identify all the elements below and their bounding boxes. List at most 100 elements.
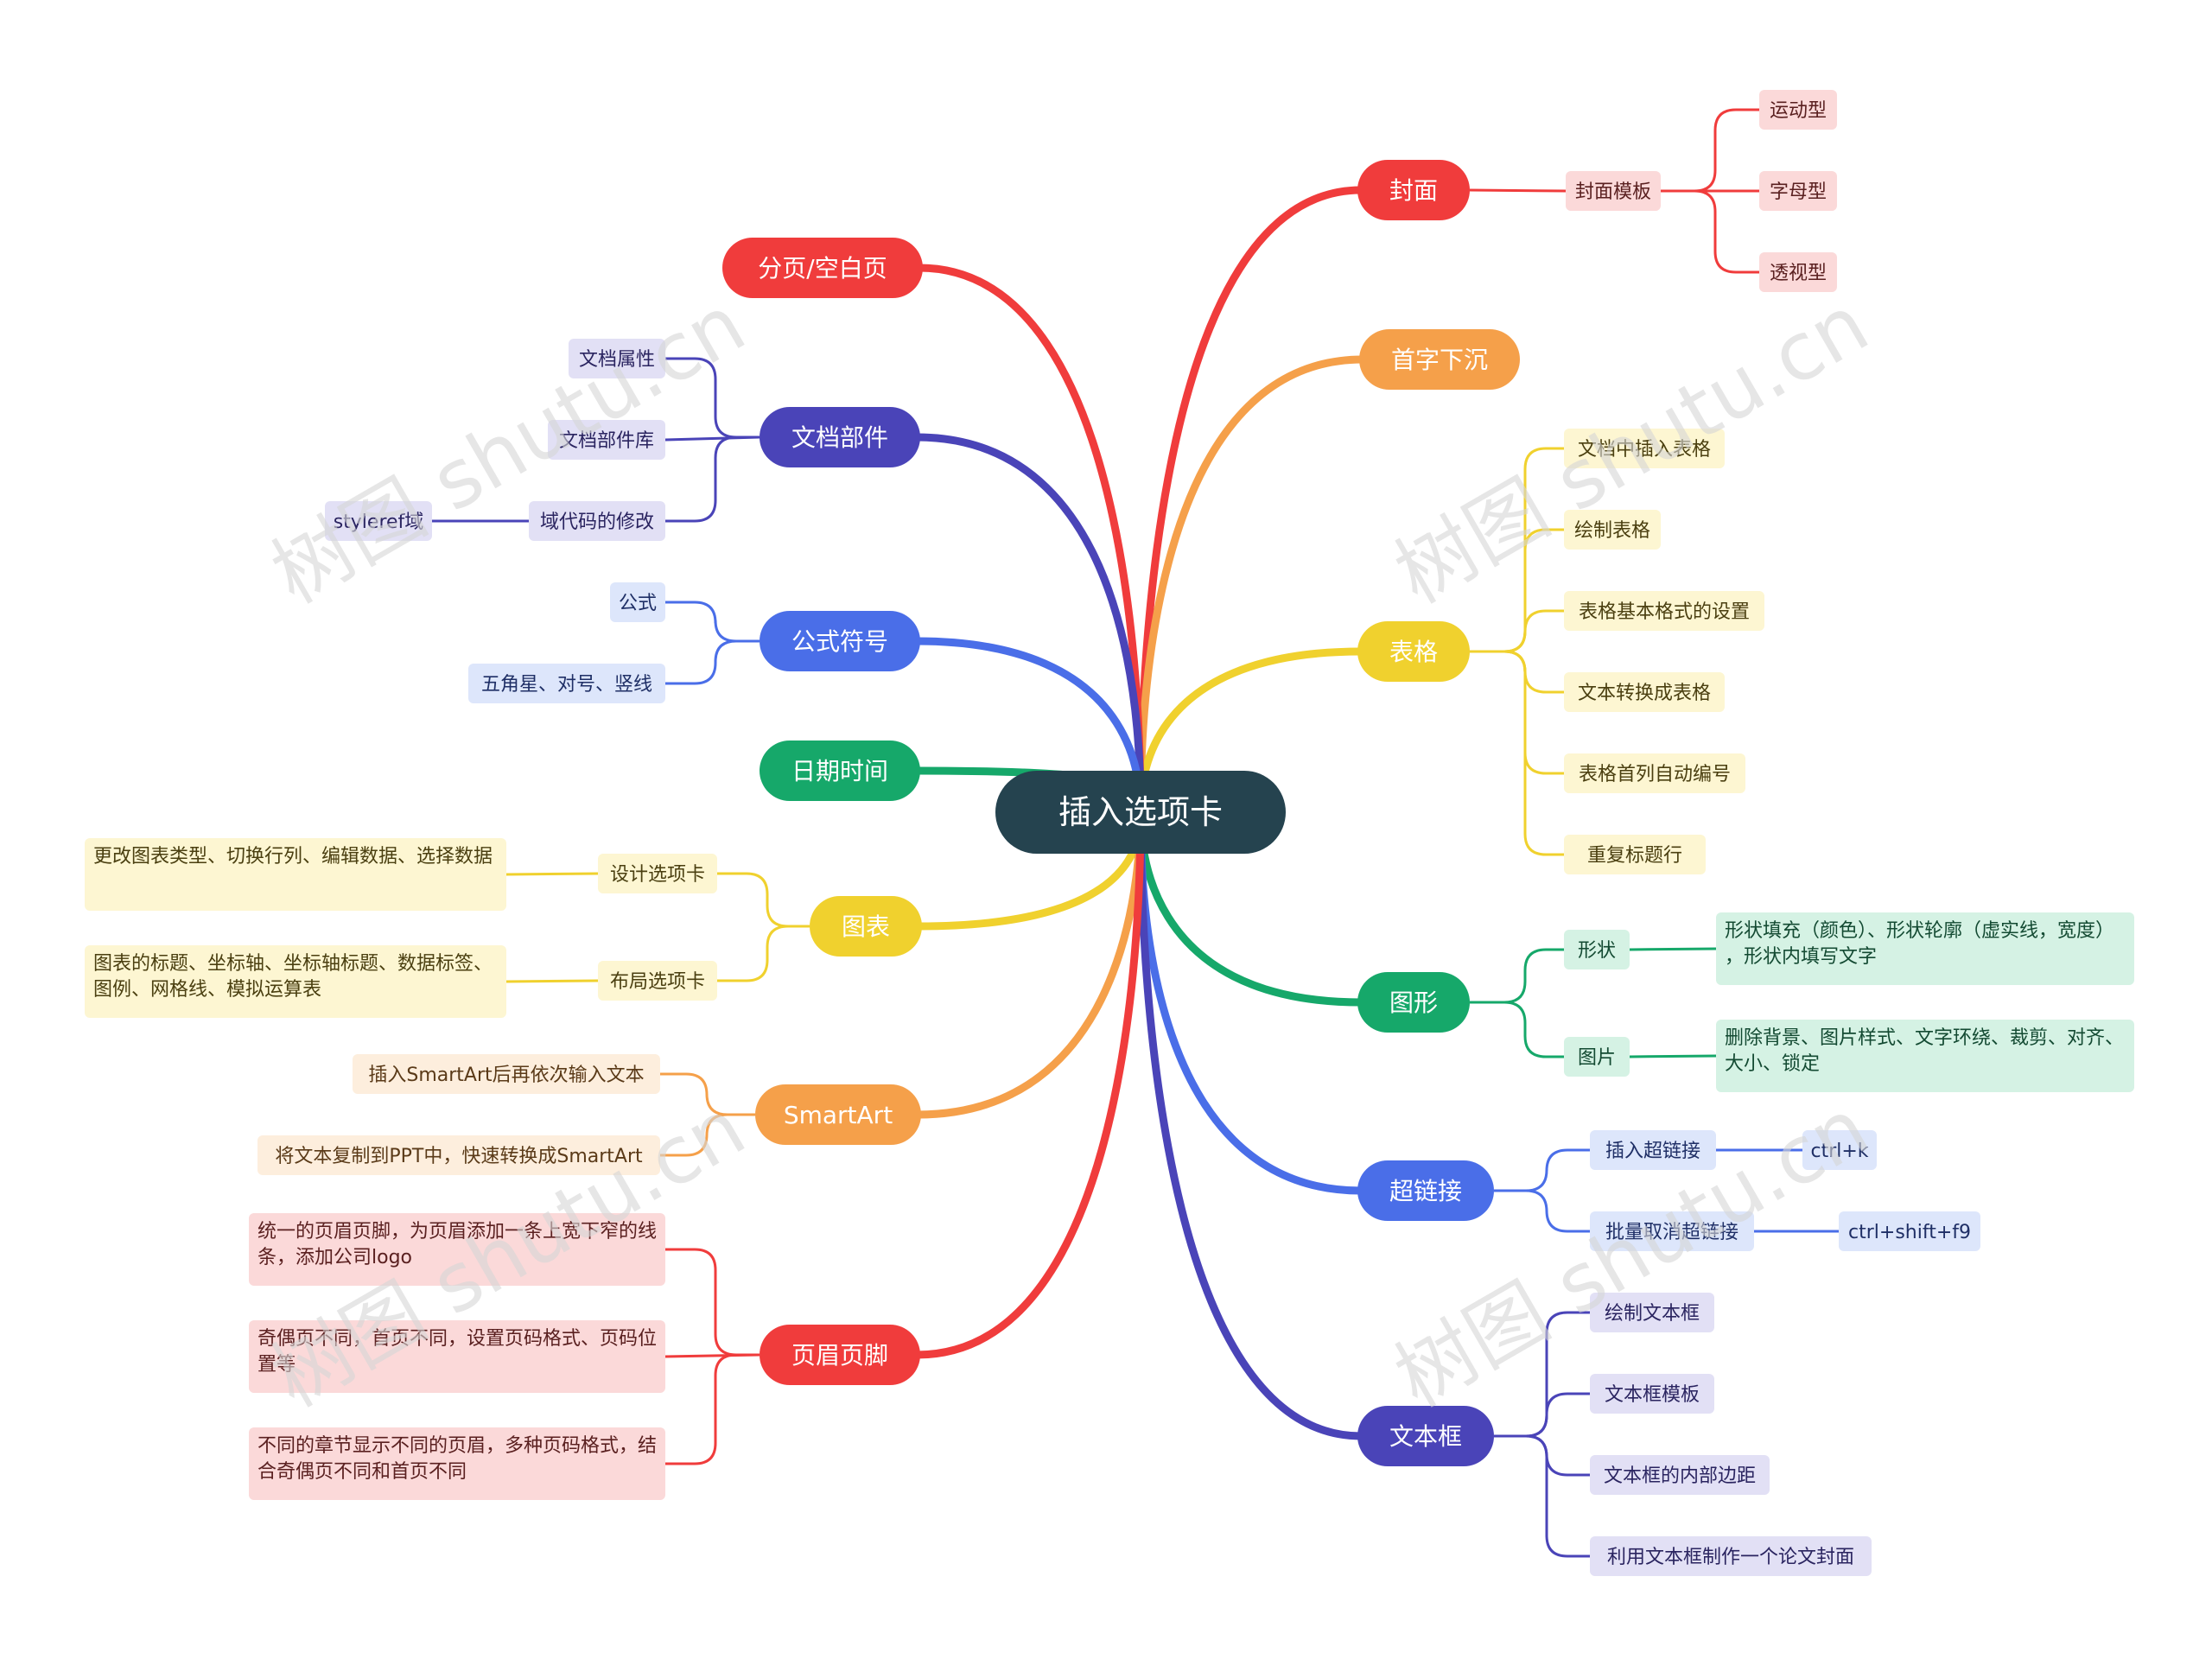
leaf-cover-0-0[interactable]: 运动型 (1759, 90, 1837, 130)
node-label: 文本框的内部边距 (1604, 1465, 1756, 1487)
leaf-docparts-2-0[interactable]: styleref域 (325, 501, 432, 541)
leaf-connector (1629, 1054, 1717, 1058)
node-textbox-2[interactable]: 文本框的内部边距 (1590, 1455, 1770, 1495)
node-box (1759, 90, 1837, 130)
node-label: ctrl+shift+f9 (1848, 1222, 1971, 1243)
branch-label: SmartArt (784, 1101, 893, 1129)
node-table-4[interactable]: 表格首列自动编号 (1564, 753, 1745, 793)
node-smartart-1[interactable]: 将文本复制到PPT中，快速转换成SmartArt (257, 1135, 660, 1175)
node-equation-1[interactable]: 五角星、对号、竖线 (468, 664, 665, 703)
node-label: 将文本复制到PPT中，快速转换成SmartArt (275, 1146, 643, 1167)
node-label: styleref域 (334, 512, 424, 533)
branch-headerfooter[interactable]: 页眉页脚 (760, 1325, 920, 1385)
node-textbox-3[interactable]: 利用文本框制作一个论文封面 (1590, 1536, 1872, 1576)
node-table-2[interactable]: 表格基本格式的设置 (1564, 591, 1764, 631)
node-label: 更改图表类型、切换行列、编辑数据、选择数据 (93, 846, 493, 868)
sub-connector (1470, 948, 1564, 1004)
branch-label: 图表 (842, 912, 890, 941)
sub-connector (665, 1248, 760, 1357)
branch-datetime[interactable]: 日期时间 (760, 741, 920, 801)
branch-dropcap[interactable]: 首字下沉 (1359, 329, 1520, 390)
node-box (1564, 1037, 1630, 1077)
node-box (249, 1213, 665, 1286)
leaf-connector (1661, 108, 1759, 193)
leaf-chart-1-0[interactable]: 图表的标题、坐标轴、坐标轴标题、数据标签、图例、网格线、模拟运算表 (85, 945, 506, 1018)
sub-connector (1470, 650, 1564, 775)
node-chart-0[interactable]: 设计选项卡 (598, 854, 717, 893)
node-label: ctrl+k (1810, 1141, 1868, 1162)
node-label: 绘制文本框 (1605, 1303, 1700, 1325)
leaf-chart-0-0[interactable]: 更改图表类型、切换行列、编辑数据、选择数据 (85, 838, 506, 911)
node-label: 插入超链接 (1605, 1141, 1700, 1162)
node-headerfooter-2[interactable]: 不同的章节显示不同的页眉，多种页码格式，结合奇偶页不同和首页不同 (249, 1427, 665, 1500)
node-table-3[interactable]: 文本转换成表格 (1564, 672, 1725, 712)
node-textbox-0[interactable]: 绘制文本框 (1590, 1293, 1714, 1332)
node-label: 删除背景、图片样式、文字环绕、裁剪、对齐、大小、锁定 (1725, 1027, 2124, 1075)
sub-connector (665, 1353, 760, 1465)
node-box (569, 339, 665, 378)
node-graphics-1[interactable]: 图片 (1564, 1037, 1630, 1077)
node-box (598, 961, 717, 1001)
node-headerfooter-1[interactable]: 奇偶页不同，首页不同，设置页码格式、页码位置等 (249, 1320, 665, 1393)
leaf-graphics-1-0[interactable]: 删除背景、图片样式、文字环绕、裁剪、对齐、大小、锁定 (1716, 1020, 2134, 1092)
node-box (1564, 429, 1725, 468)
node-label: 透视型 (1770, 263, 1827, 284)
node-box (529, 501, 665, 541)
node-docparts-0[interactable]: 文档属性 (569, 339, 665, 378)
node-box (1802, 1130, 1877, 1170)
root-pill (995, 771, 1286, 854)
branch-pill (1359, 329, 1520, 390)
node-hyperlink-0[interactable]: 插入超链接 (1590, 1130, 1716, 1170)
branch-label: 文本框 (1389, 1422, 1462, 1451)
leaf-cover-0-2[interactable]: 透视型 (1759, 252, 1837, 292)
main-connector (913, 808, 1145, 1119)
connectors (432, 108, 1839, 1558)
node-label: 域代码的修改 (540, 512, 654, 533)
branch-pill (755, 1084, 921, 1145)
branch-docparts[interactable]: 文档部件 (760, 407, 920, 467)
node-box (1564, 672, 1725, 712)
leaf-hyperlink-1-0[interactable]: ctrl+shift+f9 (1839, 1211, 1980, 1251)
node-box (325, 501, 432, 541)
branch-pagebreak[interactable]: 分页/空白页 (722, 238, 923, 298)
leaf-graphics-0-0[interactable]: 形状填充（颜色）、形状轮廓（虚实线，宽度），形状内填写文字 (1716, 912, 2134, 985)
node-textbox-1[interactable]: 文本框模板 (1590, 1374, 1714, 1414)
node-box (1716, 1020, 2134, 1092)
node-equation-0[interactable]: 公式 (610, 582, 665, 622)
sub-connector (717, 872, 810, 928)
node-headerfooter-0[interactable]: 统一的页眉页脚，为页眉添加一条上宽下窄的线条，添加公司logo (249, 1213, 665, 1286)
root-node[interactable]: 插入选项卡 (995, 771, 1286, 854)
node-graphics-0[interactable]: 形状 (1564, 930, 1630, 969)
leaf-cover-0-1[interactable]: 字母型 (1759, 171, 1837, 211)
sub-connector (665, 639, 760, 685)
branch-chart[interactable]: 图表 (810, 896, 922, 957)
branch-graphics[interactable]: 图形 (1357, 972, 1470, 1033)
node-cover-0[interactable]: 封面模板 (1566, 171, 1661, 211)
node-box (353, 1054, 660, 1094)
node-label: 文档中插入表格 (1578, 439, 1711, 461)
branch-pill (760, 741, 920, 801)
branch-hyperlink[interactable]: 超链接 (1357, 1160, 1494, 1221)
branch-label: 图形 (1389, 988, 1438, 1017)
node-chart-1[interactable]: 布局选项卡 (598, 961, 717, 1001)
branch-cover[interactable]: 封面 (1357, 160, 1470, 220)
leaf-connector (1629, 947, 1717, 951)
node-docparts-2[interactable]: 域代码的修改 (529, 501, 665, 541)
sub-connector (1470, 1001, 1564, 1058)
node-hyperlink-1[interactable]: 批量取消超链接 (1590, 1211, 1754, 1251)
branch-textbox[interactable]: 文本框 (1357, 1406, 1494, 1466)
node-table-1[interactable]: 绘制表格 (1564, 510, 1661, 550)
node-box (1590, 1211, 1754, 1251)
sub-connector (1470, 609, 1564, 653)
node-smartart-0[interactable]: 插入SmartArt后再依次输入文本 (353, 1054, 660, 1094)
leaf-hyperlink-0-0[interactable]: ctrl+k (1802, 1130, 1877, 1170)
branch-equation[interactable]: 公式符号 (760, 611, 920, 671)
node-box (249, 1320, 665, 1393)
node-table-5[interactable]: 重复标题行 (1564, 835, 1706, 874)
branch-table[interactable]: 表格 (1357, 621, 1470, 682)
node-table-0[interactable]: 文档中插入表格 (1564, 429, 1725, 468)
node-label: 插入SmartArt后再依次输入文本 (368, 1065, 644, 1086)
branch-label: 文档部件 (791, 423, 888, 452)
branch-smartart[interactable]: SmartArt (755, 1084, 921, 1145)
node-docparts-1[interactable]: 文档部件库 (548, 420, 665, 460)
